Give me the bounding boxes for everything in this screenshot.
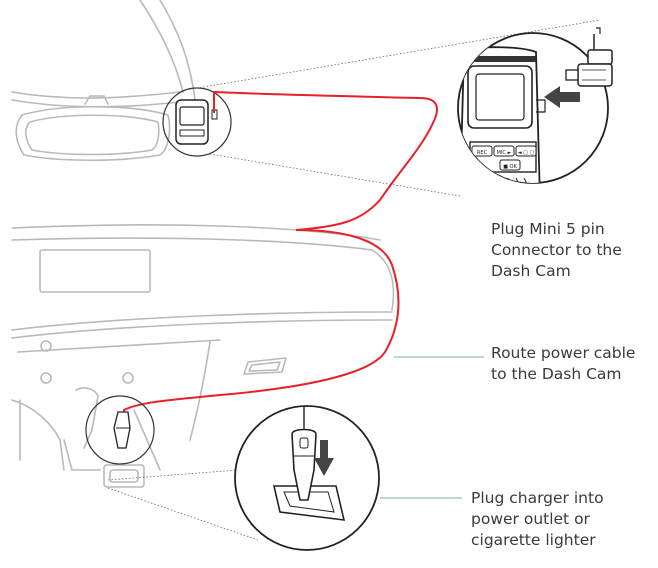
zoom-circle-bottom [234,405,380,551]
button-mode-label: ◄ ▢ ▢ [518,150,535,156]
zoom-projection-lines [107,19,601,541]
callout-mount-camera: Plug Mini 5 pin Connector to the Dash Ca… [491,220,622,280]
dash-knob [40,372,52,384]
car-interior [11,0,395,488]
leader-lines [380,356,484,499]
rearview-mirror [15,95,171,162]
insert-arrow-left-icon [544,86,580,108]
button-mic-label: MIC ► [497,150,512,156]
charger-small [85,395,155,465]
power-cable [123,90,438,420]
button-ok-label: ■ OK [503,164,517,170]
mini-usb-connector [565,27,613,87]
dash-knob [122,372,134,384]
insert-arrow-down-icon [314,440,334,476]
dashboard-screen [39,249,151,293]
dashcam-small [162,87,232,157]
callout-plug-charger: Plug charger into power outlet or cigare… [471,489,604,549]
callout-route-cable: Route power cable to the Dash Cam [491,344,636,383]
button-rec-label: REC [477,150,488,156]
dash-knob [40,340,52,352]
zoom-circle-top: REC MIC ► ◄ ▢ ▢ ■ OK [457,27,613,184]
